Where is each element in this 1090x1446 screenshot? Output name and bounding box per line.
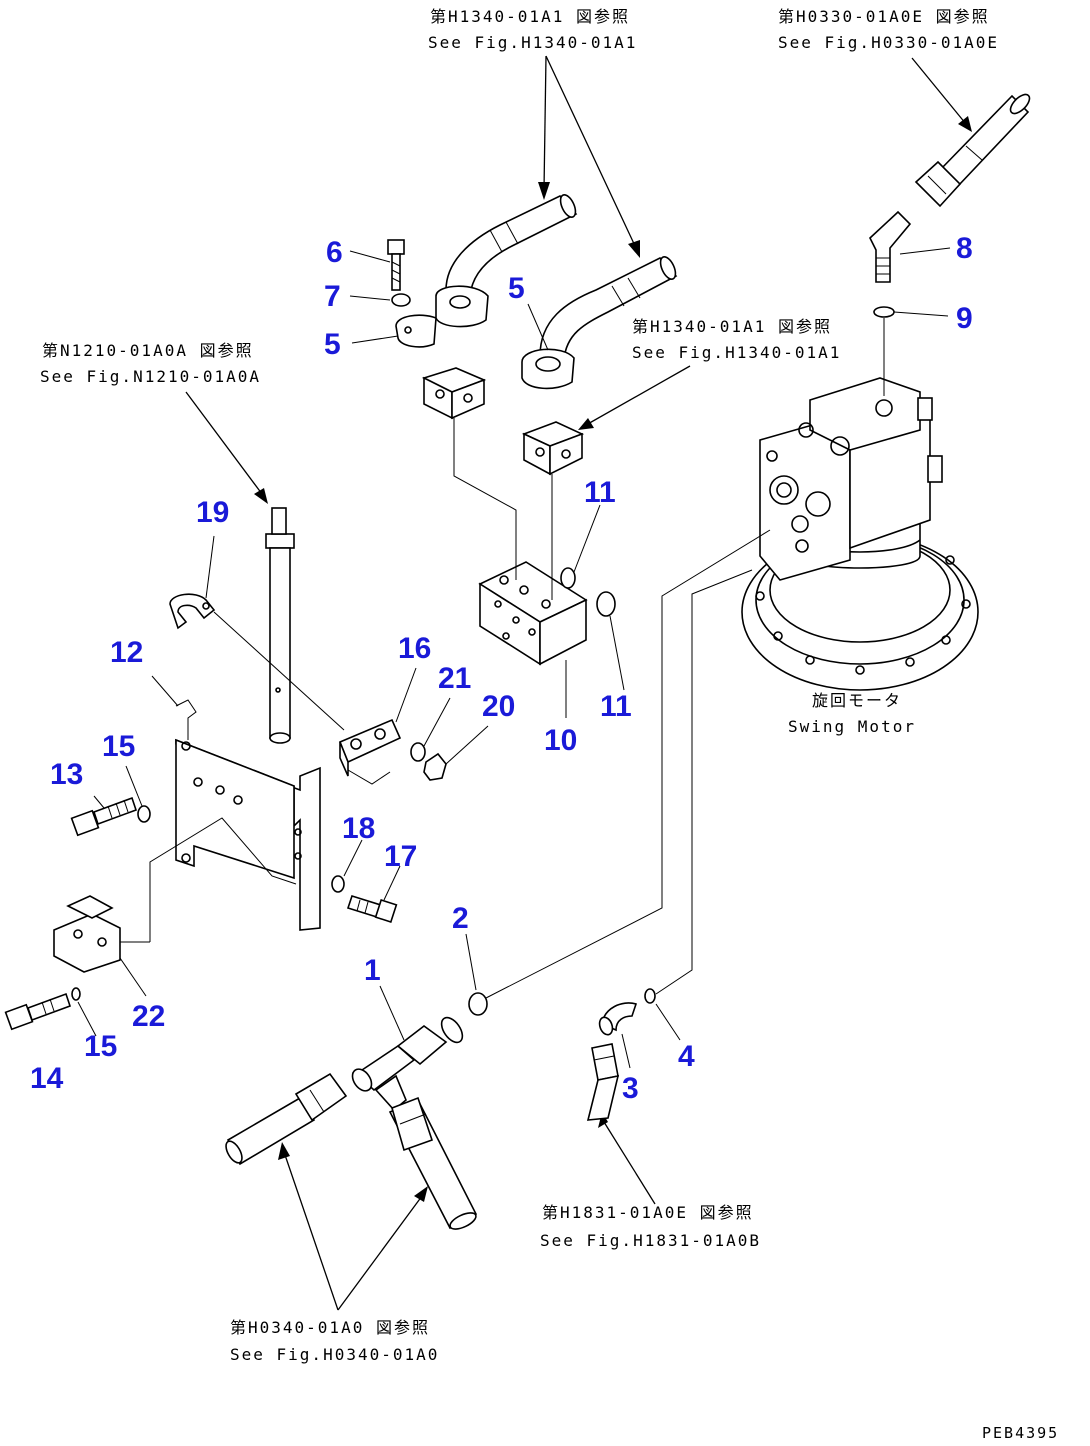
part-18-washer	[331, 875, 345, 893]
part-3-elbow	[598, 1002, 638, 1036]
callout-11-upper: 11	[584, 476, 616, 509]
ref-top-center: 第H1340-01A1 図参照 See Fig.H1340-01A1	[428, 7, 637, 52]
part-1-tee	[351, 1016, 464, 1112]
ref-bottom-center-jp: 第H0340-01A0 図参照	[230, 1318, 430, 1337]
callout-13: 13	[50, 758, 83, 791]
part-15-washer-a	[137, 805, 151, 823]
callout-19: 19	[196, 496, 229, 529]
hose-top-left	[445, 194, 578, 298]
part-7-washer	[391, 293, 411, 307]
ref-bottom-right: 第H1831-01A0E 図参照 See Fig.H1831-01A0B	[540, 1203, 761, 1250]
ref-bottom-right-en: See Fig.H1831-01A0B	[540, 1231, 761, 1250]
ref-bottom-right-jp: 第H1831-01A0E 図参照	[542, 1203, 754, 1222]
part-10-manifold-block	[478, 561, 588, 666]
part-2-oring	[468, 992, 488, 1016]
block-connector-lines	[453, 418, 553, 600]
callout-6: 6	[326, 236, 343, 269]
ref-mid-right-jp: 第H1340-01A1 図参照	[632, 317, 832, 336]
callout-14: 14	[30, 1062, 64, 1095]
callout-2: 2	[452, 902, 469, 935]
callout-5-left: 5	[324, 328, 341, 361]
ref-mid-right-en: See Fig.H1340-01A1	[632, 343, 841, 362]
ref-top-right-en: See Fig.H0330-01A0E	[778, 33, 999, 52]
callout-15-upper: 15	[102, 730, 135, 763]
callout-17: 17	[384, 840, 417, 873]
callout-20: 20	[482, 690, 515, 723]
hose-bottom-right	[388, 1096, 478, 1230]
ref-bottom-center: 第H0340-01A0 図参照 See Fig.H0340-01A0	[230, 1318, 439, 1364]
part-22-clamp	[53, 817, 297, 973]
callout-leaders	[77, 247, 951, 1069]
part-12-bracket	[175, 699, 321, 931]
callout-1: 1	[364, 954, 381, 987]
callout-16: 16	[398, 632, 431, 665]
part-19-clip	[169, 593, 345, 731]
block-middle	[521, 421, 585, 476]
swing-motor	[741, 377, 979, 691]
part-11-oring-b	[596, 591, 616, 617]
motor-caption-en: Swing Motor	[788, 717, 916, 736]
ref-left-en: See Fig.N1210-01A0A	[40, 367, 261, 386]
part-15-washer-b	[71, 987, 81, 1001]
part-9-oring	[873, 306, 895, 318]
callout-9: 9	[956, 302, 973, 335]
callout-22: 22	[132, 1000, 165, 1033]
callout-8: 8	[956, 232, 973, 265]
part-5-flange-left	[395, 314, 437, 348]
part-13-bolt	[70, 796, 138, 837]
hose-top-far-right	[914, 93, 1031, 208]
callout-15-lower: 15	[84, 1030, 117, 1063]
hose-bottom-left	[225, 1072, 348, 1166]
ref-top-right: 第H0330-01A0E 図参照 See Fig.H0330-01A0E	[778, 7, 999, 52]
ref-arrows	[185, 55, 972, 1311]
part-14-bolt	[4, 992, 72, 1031]
part-17-bolt	[346, 895, 398, 924]
callout-3: 3	[622, 1072, 639, 1105]
hose-routing-lines	[485, 529, 771, 999]
ref-left-jp: 第N1210-01A0A 図参照	[42, 341, 254, 360]
ref-bottom-center-en: See Fig.H0340-01A0	[230, 1345, 439, 1364]
ref-left: 第N1210-01A0A 図参照 See Fig.N1210-01A0A	[40, 341, 261, 386]
callout-11-lower: 11	[600, 690, 632, 723]
part-6-bolt	[387, 239, 405, 291]
part-5-flange-right	[521, 348, 575, 390]
hose-top-right	[539, 256, 678, 361]
part-8-elbow	[869, 210, 912, 283]
ref-top-right-jp: 第H0330-01A0E 図参照	[778, 7, 990, 26]
callout-4: 4	[678, 1040, 695, 1073]
ref-mid-right: 第H1340-01A1 図参照 See Fig.H1340-01A1	[632, 317, 841, 362]
motor-caption: 旋回モータ Swing Motor	[788, 691, 916, 736]
callout-21: 21	[438, 662, 471, 695]
part-19-pipe	[265, 507, 295, 744]
part-4-oring	[644, 988, 656, 1004]
motor-caption-jp: 旋回モータ	[812, 691, 902, 710]
ref-top-center-en: See Fig.H1340-01A1	[428, 33, 637, 52]
part-16-clamp	[338, 718, 402, 785]
callout-7: 7	[324, 280, 341, 313]
part-20-nut	[423, 752, 447, 781]
callout-12: 12	[110, 636, 143, 669]
figure-code: PEB4395	[982, 1424, 1059, 1442]
callout-18: 18	[342, 812, 375, 845]
part-11-oring-a	[560, 567, 576, 589]
block-upper-left	[421, 367, 487, 420]
part-number-callouts: 6 7 5 5 8 9 11 11 10 19 12 15 13 16 21 2…	[30, 232, 973, 1105]
ref-top-center-jp: 第H1340-01A1 図参照	[430, 7, 630, 26]
hose-part-3	[586, 1043, 620, 1121]
callout-10: 10	[544, 724, 577, 757]
callout-5-right: 5	[508, 272, 525, 305]
part-5-flange-upper	[435, 285, 489, 328]
part-21-washer	[410, 742, 426, 762]
